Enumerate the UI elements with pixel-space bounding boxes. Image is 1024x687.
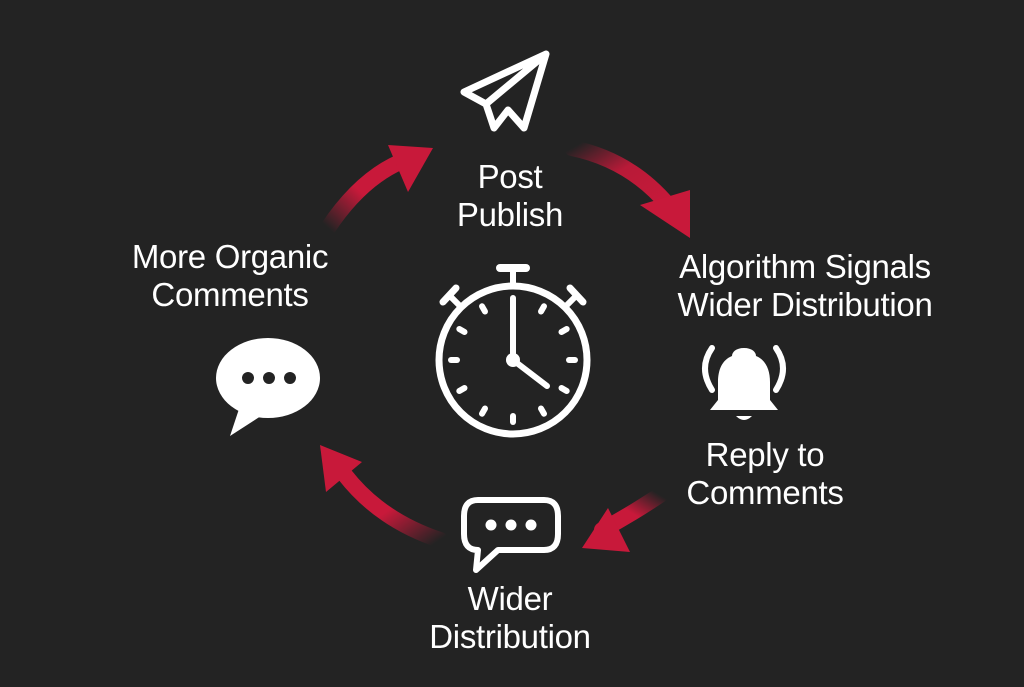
arrow-post-to-algo (564, 140, 690, 238)
node-more-line2: Comments (151, 276, 309, 313)
node-more-line1: More Organic (131, 238, 329, 275)
node-post-line1: Post (477, 158, 543, 195)
node-algo: Algorithm Signals Wider Distribution (640, 248, 970, 324)
arrow-reply-to-wider (582, 487, 668, 552)
arrow-more-to-post (320, 145, 433, 236)
chat-bubble-filled-icon (216, 338, 320, 436)
node-reply-line2: Comments (686, 474, 844, 511)
node-reply: Reply to Comments (660, 436, 870, 512)
bell-ringing-icon (702, 345, 786, 420)
node-post-line2: Publish (456, 196, 564, 233)
arrow-wider-to-more (320, 445, 448, 548)
node-more: More Organic Comments (100, 238, 360, 314)
node-algo-line1: Algorithm Signals (679, 248, 931, 285)
node-wider-line2: Distribution (429, 618, 591, 655)
node-wider: Wider Distribution (400, 580, 620, 656)
node-post: Post Publish (440, 158, 580, 234)
paper-plane-icon (460, 50, 550, 132)
stopwatch-icon (435, 264, 591, 438)
node-reply-line1: Reply to (705, 436, 825, 473)
node-wider-line1: Wider (467, 580, 553, 617)
node-algo-line2: Wider Distribution (677, 286, 933, 323)
chat-bubble-outline-icon (461, 497, 561, 573)
